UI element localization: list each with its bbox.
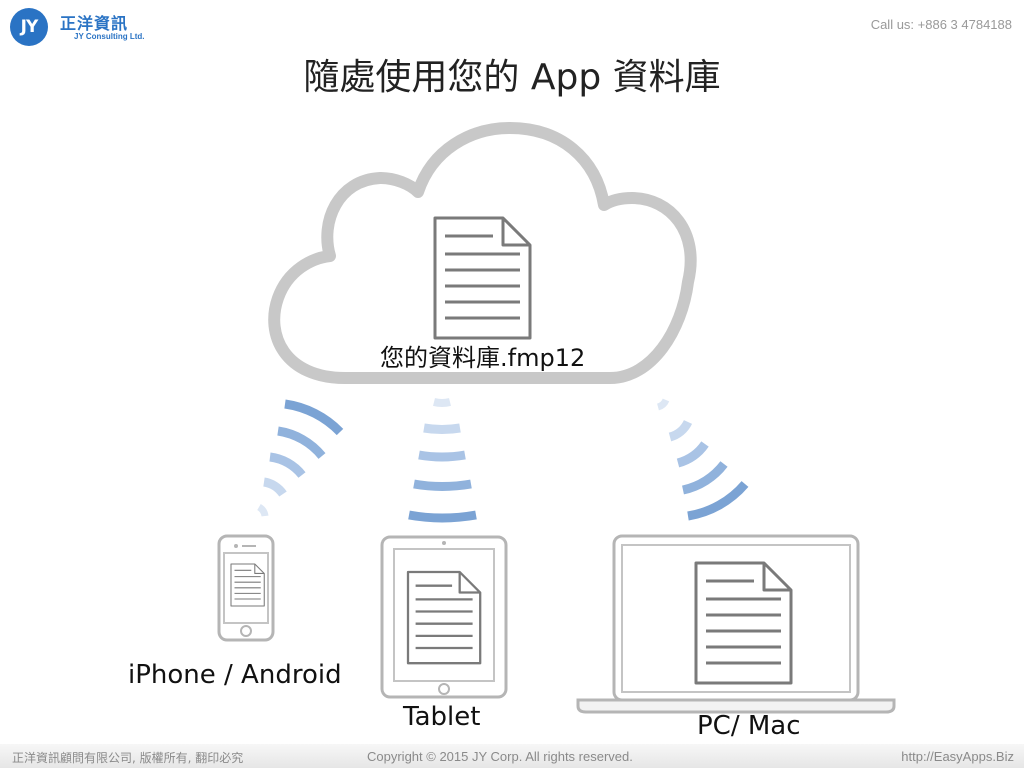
logo-name: 正洋資訊 — [60, 14, 129, 33]
cloud-document-icon — [433, 216, 532, 340]
diagram-canvas — [217, 122, 896, 714]
wireless-waves-tablet-icon — [408, 398, 477, 523]
logo-subtitle: JY Consulting Ltd. — [74, 32, 145, 41]
phone-icon — [217, 534, 275, 642]
phone-label: iPhone / Android — [128, 660, 342, 690]
laptop-icon — [576, 534, 896, 714]
wireless-waves-pc-icon — [656, 398, 749, 521]
database-file-label: 您的資料庫.fmp12 — [380, 344, 586, 372]
logo-mark: JY — [10, 8, 48, 46]
footer-copyright: Copyright © 2015 JY Corp. All rights res… — [367, 749, 633, 764]
slide-title: 隨處使用您的 App 資料庫 — [303, 57, 721, 98]
tablet-icon — [380, 535, 508, 699]
footer-website-link[interactable]: http://EasyApps.Biz — [901, 749, 1014, 764]
wireless-waves-phone-icon — [256, 399, 344, 517]
tablet-label: Tablet — [403, 702, 481, 732]
pc-mac-label: PC/ Mac — [697, 711, 801, 741]
call-us-text: Call us: +886 3 4784188 — [870, 17, 1012, 32]
company-logo: JY 正洋資訊 JY Consulting Ltd. — [10, 8, 150, 46]
footer-company: 正洋資訊顧問有限公司, 版權所有, 翻印必究 — [12, 751, 244, 765]
footer-bar: 正洋資訊顧問有限公司, 版權所有, 翻印必究 Copyright © 2015 … — [0, 744, 1024, 768]
